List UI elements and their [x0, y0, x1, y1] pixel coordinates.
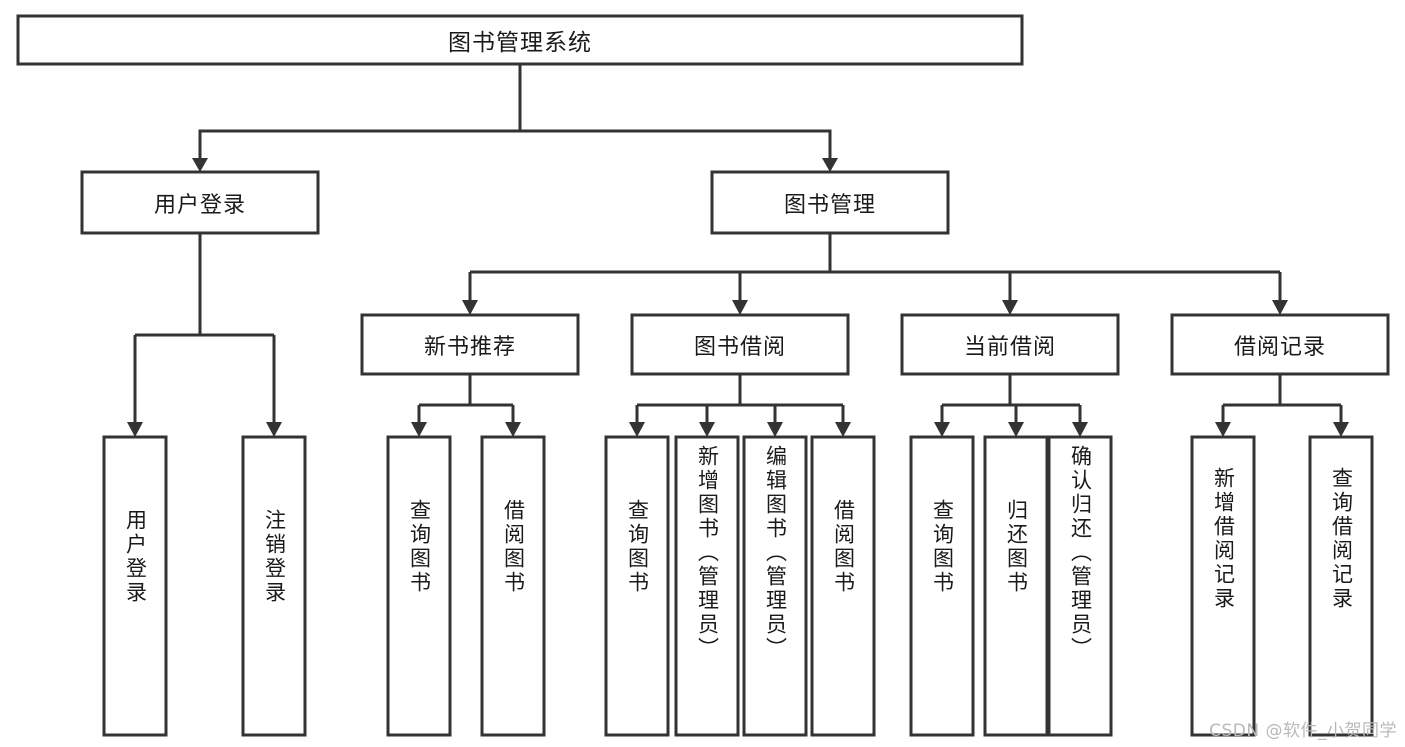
node-leaf-return-book[interactable] — [983, 435, 1049, 737]
arrow-current-borrow — [1002, 300, 1018, 315]
edge-root-to-book-manage — [518, 64, 832, 158]
arrow-leaf-logout — [266, 422, 282, 437]
node-leaf-edit-book[interactable] — [742, 435, 808, 737]
arrow-leaf-query-book-2 — [629, 422, 645, 437]
arrow-leaf-return-book — [1008, 422, 1024, 437]
arrow-leaf-confirm-return — [1072, 422, 1088, 437]
arrow-new-book-rec — [462, 300, 478, 315]
node-borrow-record[interactable] — [1170, 313, 1390, 376]
node-leaf-user-login[interactable] — [102, 435, 168, 737]
node-leaf-borrow-book-2[interactable] — [810, 435, 876, 737]
node-leaf-query-book-3[interactable] — [909, 435, 975, 737]
arrow-leaf-user-login — [127, 422, 143, 437]
edge-root-to-user-login — [198, 64, 522, 158]
node-leaf-query-book-1[interactable] — [386, 435, 452, 737]
arrow-leaf-query-book-3 — [934, 422, 950, 437]
arrow-book-borrow — [732, 300, 748, 315]
node-leaf-add-record[interactable] — [1190, 435, 1256, 737]
edge-group-user-login — [127, 233, 282, 437]
node-leaf-confirm-return[interactable] — [1047, 435, 1113, 737]
arrow-leaf-edit-book — [767, 422, 783, 437]
node-user-login[interactable] — [80, 170, 320, 235]
node-leaf-borrow-book-1[interactable] — [480, 435, 546, 737]
arrow-leaf-query-book-1 — [411, 422, 427, 437]
arrow-leaf-add-book — [699, 422, 715, 437]
node-new-book-rec[interactable] — [360, 313, 580, 376]
edge-group-book-borrow — [629, 374, 851, 437]
node-current-borrow[interactable] — [900, 313, 1120, 376]
node-leaf-query-book-2[interactable] — [604, 435, 670, 737]
edge-group-root — [192, 64, 838, 172]
edge-group-new-book-rec — [411, 374, 521, 437]
node-root[interactable] — [16, 14, 1024, 66]
node-book-manage[interactable] — [710, 170, 950, 235]
node-leaf-logout[interactable] — [241, 435, 307, 737]
node-book-borrow[interactable] — [630, 313, 850, 376]
arrow-leaf-add-record — [1215, 422, 1231, 437]
node-leaf-add-book[interactable] — [674, 435, 740, 737]
arrow-borrow-record — [1272, 300, 1288, 315]
edge-group-current-borrow — [934, 374, 1088, 437]
arrow-leaf-borrow-book-2 — [835, 422, 851, 437]
arrow-leaf-query-record — [1333, 422, 1349, 437]
edge-group-book-manage — [462, 233, 1288, 315]
edge-group-borrow-record — [1215, 374, 1349, 437]
csdn-watermark: CSDN @软件_小贺同学 — [1209, 721, 1397, 741]
arrow-leaf-borrow-book-1 — [505, 422, 521, 437]
node-leaf-query-record[interactable] — [1308, 435, 1374, 737]
arrow-user-login — [192, 158, 208, 172]
arrow-book-manage — [822, 158, 838, 172]
